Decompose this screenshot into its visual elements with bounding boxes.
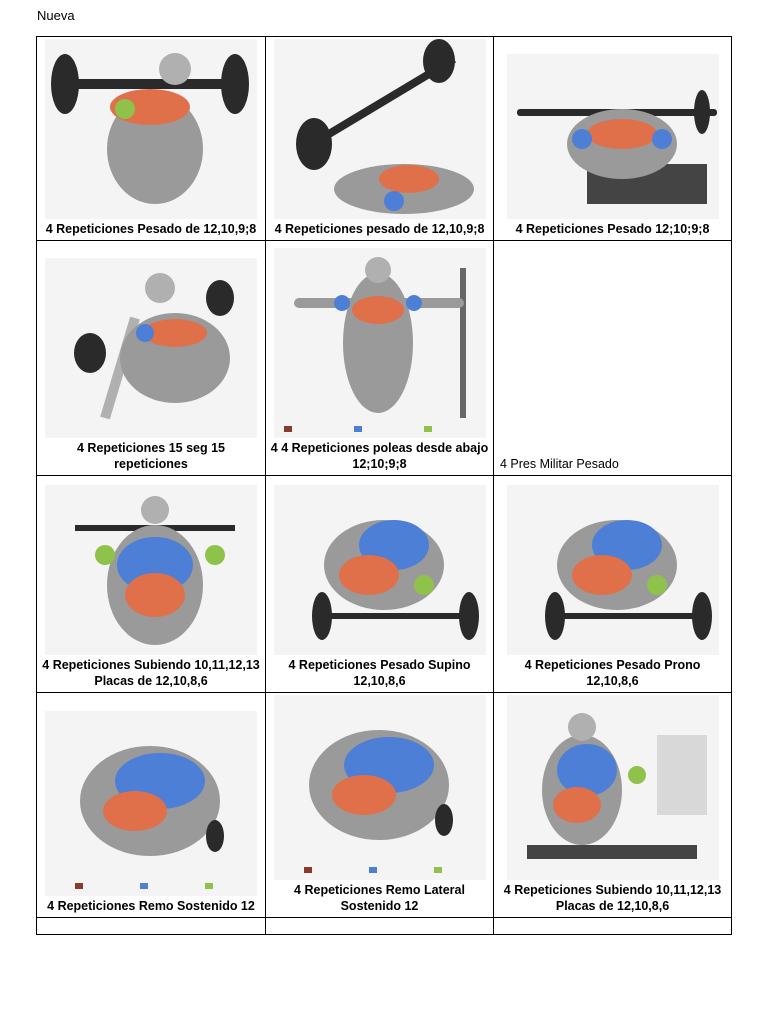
exercise-cell: 4 Repeticiones Remo Lateral Sostenido 12 (265, 692, 494, 918)
table-row: 4 Repeticiones 15 seg 15 repeticiones 4 … (36, 240, 732, 476)
exercise-caption: 4 Repeticiones Remo Sostenido 12 (47, 899, 255, 913)
lateral-dumbbell-row-illustration (273, 695, 486, 880)
low-cable-fly-illustration (273, 248, 486, 438)
exercise-caption: 4 Pres Militar Pesado (500, 457, 619, 471)
exercise-caption: 4 Repeticiones Pesado Supino 12,10,8,6 (288, 658, 471, 688)
exercise-caption: 4 Repeticiones Subiendo 10,11,12,13 Plac… (503, 883, 722, 913)
lat-pulldown-illustration (45, 485, 257, 655)
exercise-cell: 4 Repeticiones Pesado de 12,10,9;8 (36, 36, 266, 241)
exercise-cell: 4 Pres Militar Pesado (493, 240, 732, 476)
one-arm-dumbbell-row-illustration (45, 711, 257, 896)
table-row: 4 Repeticiones Remo Sostenido 12 4 Repet… (36, 692, 732, 918)
bench-press-lower-chest-illustration (506, 54, 719, 219)
exercise-cell: 4 Repeticiones Subiendo 10,11,12,13 Plac… (36, 475, 266, 693)
exercise-cell: 4 4 Repeticiones poleas desde abajo 12;1… (265, 240, 494, 476)
bent-over-row-prone-illustration (506, 485, 719, 655)
empty-cell (265, 917, 494, 935)
exercise-cell: 4 Repeticiones 15 seg 15 repeticiones (36, 240, 266, 476)
exercise-cell: 4 Repeticiones Remo Sostenido 12 (36, 692, 266, 918)
table-row: 4 Repeticiones Subiendo 10,11,12,13 Plac… (36, 475, 732, 693)
incline-dumbbell-press-illustration (45, 258, 257, 438)
exercise-caption: 4 Repeticiones Pesado Prono 12,10,8,6 (524, 658, 701, 688)
bent-over-row-supine-illustration (273, 485, 486, 655)
exercise-cell: 4 Repeticiones Subiendo 10,11,12,13 Plac… (493, 692, 732, 918)
exercise-caption: 4 Repeticiones 15 seg 15 repeticiones (77, 441, 225, 471)
exercise-cell: 4 Repeticiones Pesado Supino 12,10,8,6 (265, 475, 494, 693)
empty-cell (493, 917, 732, 935)
exercise-caption: 4 Repeticiones pesado de 12,10,9;8 (274, 222, 485, 236)
exercise-caption: 4 Repeticiones Subiendo 10,11,12,13 Plac… (42, 658, 260, 688)
exercise-cell: 4 Repeticiones pesado de 12,10,9;8 (265, 36, 494, 241)
table-row-empty (36, 917, 732, 935)
empty-cell (36, 917, 266, 935)
exercise-cell: 4 Repeticiones Pesado Prono 12,10,8,6 (493, 475, 732, 693)
decline-bench-press-illustration (273, 39, 486, 219)
incline-bench-press-illustration (45, 39, 257, 219)
seated-cable-row-illustration (506, 695, 719, 880)
exercise-table: 4 Repeticiones Pesado de 12,10,9;8 4 Rep… (36, 36, 732, 935)
exercise-cell: 4 Repeticiones Pesado 12;10;9;8 (493, 36, 732, 241)
exercise-caption: 4 Repeticiones Pesado de 12,10,9;8 (45, 222, 257, 236)
exercise-caption: 4 4 Repeticiones poleas desde abajo 12;1… (270, 441, 489, 471)
exercise-caption: 4 Repeticiones Pesado 12;10;9;8 (515, 222, 710, 236)
exercise-caption: 4 Repeticiones Remo Lateral Sostenido 12 (294, 883, 465, 913)
document-heading: Nueva (37, 8, 75, 23)
table-row: 4 Repeticiones Pesado de 12,10,9;8 4 Rep… (36, 36, 732, 241)
